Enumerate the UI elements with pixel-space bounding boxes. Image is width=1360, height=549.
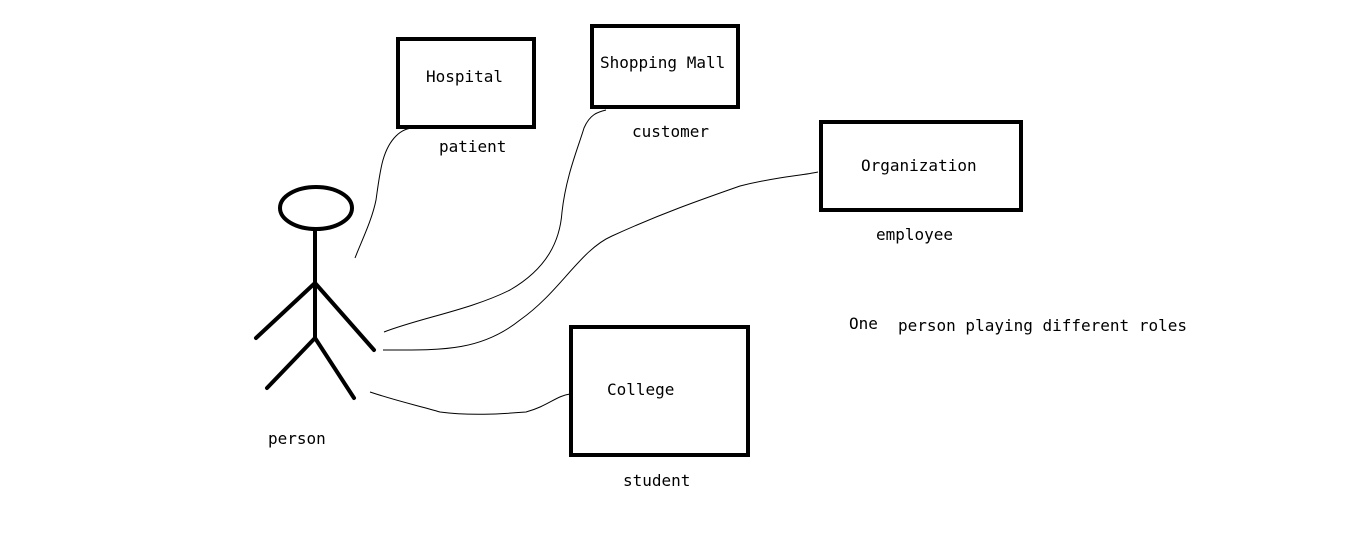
hospital-name: Hospital — [426, 67, 503, 86]
college-box — [569, 325, 750, 457]
shopping-mall-box — [590, 24, 740, 109]
connector-shopping-mall — [383, 109, 607, 333]
college-role: student — [623, 471, 690, 490]
hospital-box — [396, 37, 536, 129]
person-right-arm — [313, 281, 376, 352]
person-label: person — [268, 429, 326, 448]
organization-role: employee — [876, 225, 953, 244]
connector-college — [369, 391, 571, 415]
organization-box — [819, 120, 1023, 212]
organization-name: Organization — [861, 156, 977, 175]
college-name: College — [607, 380, 674, 399]
connector-hospital — [354, 127, 415, 259]
shopping-mall-role: customer — [632, 122, 709, 141]
person-figure — [254, 185, 376, 400]
caption-word-one: One — [849, 314, 878, 333]
shopping-mall-node: Shopping Mall — [590, 24, 740, 109]
college-node: College — [569, 325, 750, 457]
hospital-role: patient — [439, 137, 506, 156]
person-left-leg — [265, 336, 317, 390]
connector-organization — [382, 171, 819, 351]
person-left-arm — [254, 281, 317, 340]
shopping-mall-name: Shopping Mall — [600, 53, 725, 72]
hospital-node: Hospital — [396, 37, 536, 129]
caption-rest: person playing different roles — [898, 316, 1187, 335]
person-right-leg — [313, 336, 356, 400]
organization-node: Organization — [819, 120, 1023, 212]
person-head — [278, 185, 354, 231]
